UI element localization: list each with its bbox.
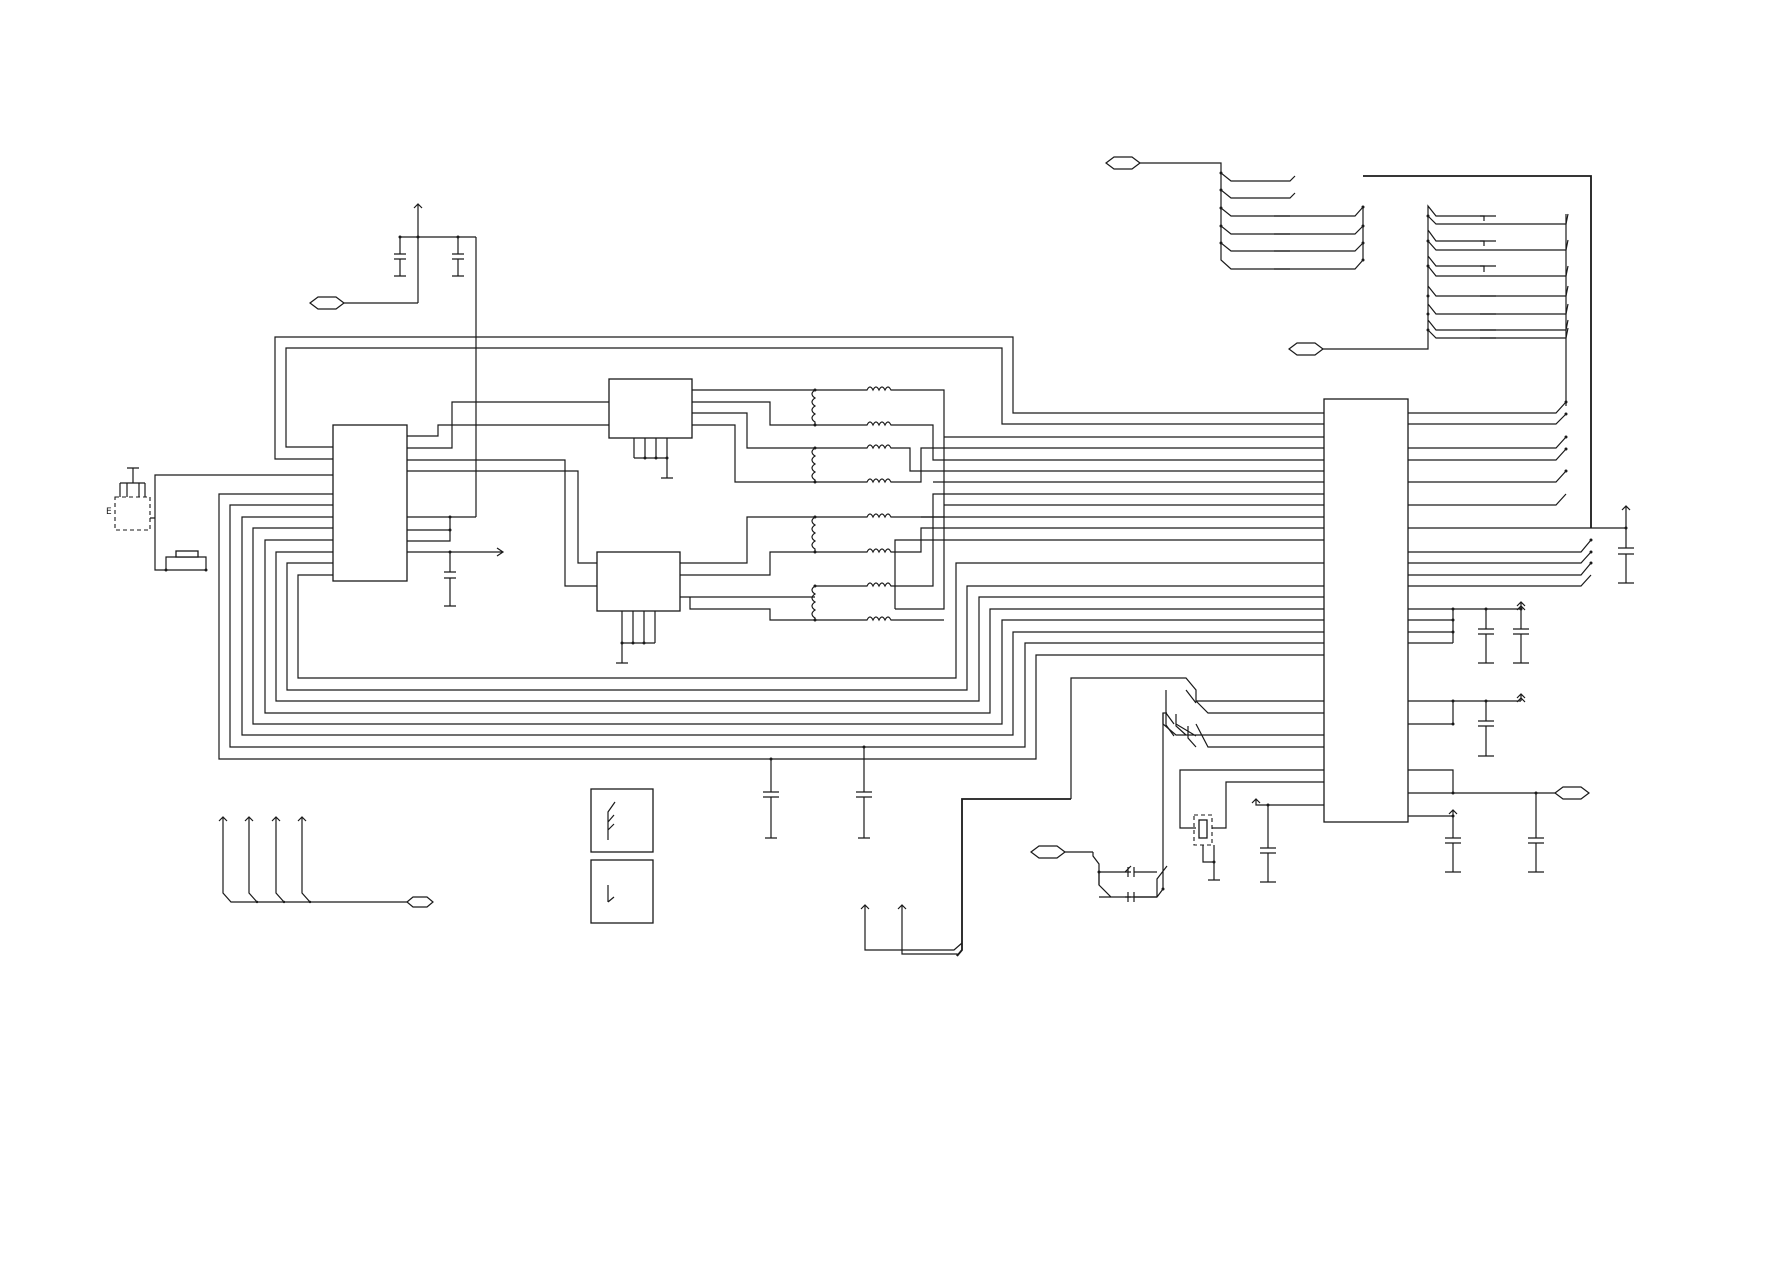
switch-box-2 (590, 859, 654, 924)
switch-box-1 (590, 788, 654, 853)
bus-to-controller (894, 436, 1324, 609)
offpage-connector-right-bottom (1554, 786, 1590, 800)
led-resistor-ladder (1323, 204, 1569, 406)
power-arrows-bottom-left (218, 816, 407, 904)
crystal-oscillator (1179, 769, 1324, 883)
decoupling-caps-top-left (344, 203, 477, 517)
led-network-top-right (1140, 162, 1592, 528)
offpage-connector-left-top (309, 296, 345, 310)
ground-symbol-left: E (106, 467, 333, 572)
controller-power-decoupling (1408, 601, 1555, 873)
connector-block-left (332, 424, 408, 582)
offpage-connector-right-mid (1288, 342, 1324, 356)
offpage-connector-bottom-left (406, 896, 434, 908)
magnetics-bottom-outputs (680, 516, 815, 621)
controller-right-outputs (1408, 400, 1634, 587)
bottom-center-caps (763, 745, 872, 839)
offpage-connector-top-right (1105, 156, 1141, 170)
bottom-center-bus (860, 677, 1324, 957)
loop-wires-top (274, 336, 1324, 460)
ground-marker-label: E (106, 507, 112, 517)
u1-to-magnetics-wires (407, 401, 609, 607)
magnetics-top-outputs (692, 389, 815, 483)
magnetics-module-bottom (596, 551, 681, 664)
controller-ic-main (1323, 398, 1409, 823)
offpage-connector-bottom-mid (1030, 845, 1066, 859)
lower-bus-wires (218, 493, 1324, 760)
magnetics-module-top (608, 378, 693, 479)
inductor-chain (811, 386, 1324, 622)
